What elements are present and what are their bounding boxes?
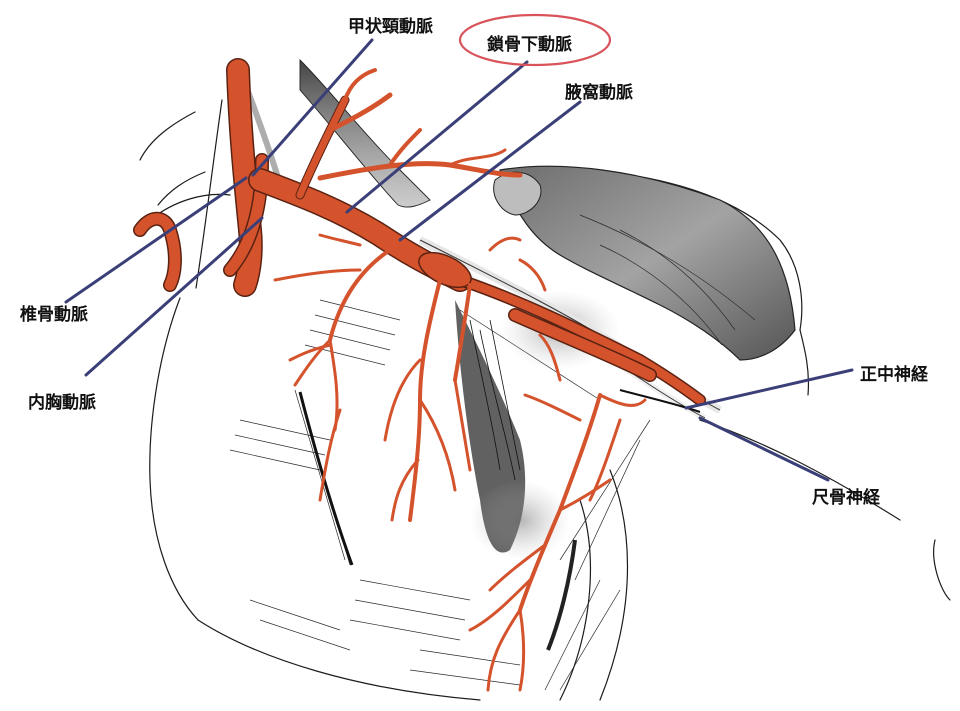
leader-thyrocervical [251,38,374,177]
label-vertebral: 椎骨動脈 [20,305,88,325]
label-subclavian: 鎖骨下動脈 [487,35,572,55]
leader-lines [64,38,854,482]
highlight-ring [458,13,612,67]
label-axillary: 腋窩動脈 [565,83,633,103]
leader-internal-thoracic [84,216,264,377]
label-internal-thoracic: 内胸動脈 [28,393,96,413]
leader-median-nerve [684,368,854,410]
label-median-nerve: 正中神経 [860,365,928,385]
leader-subclavian [345,60,529,214]
leader-axillary [398,100,582,242]
label-ulnar-nerve: 尺骨神経 [812,488,880,508]
leader-vertebral [64,176,248,304]
arteries [133,58,706,692]
leader-ulnar-nerve [698,416,830,482]
label-thyrocervical: 甲状頸動脈 [348,17,433,37]
